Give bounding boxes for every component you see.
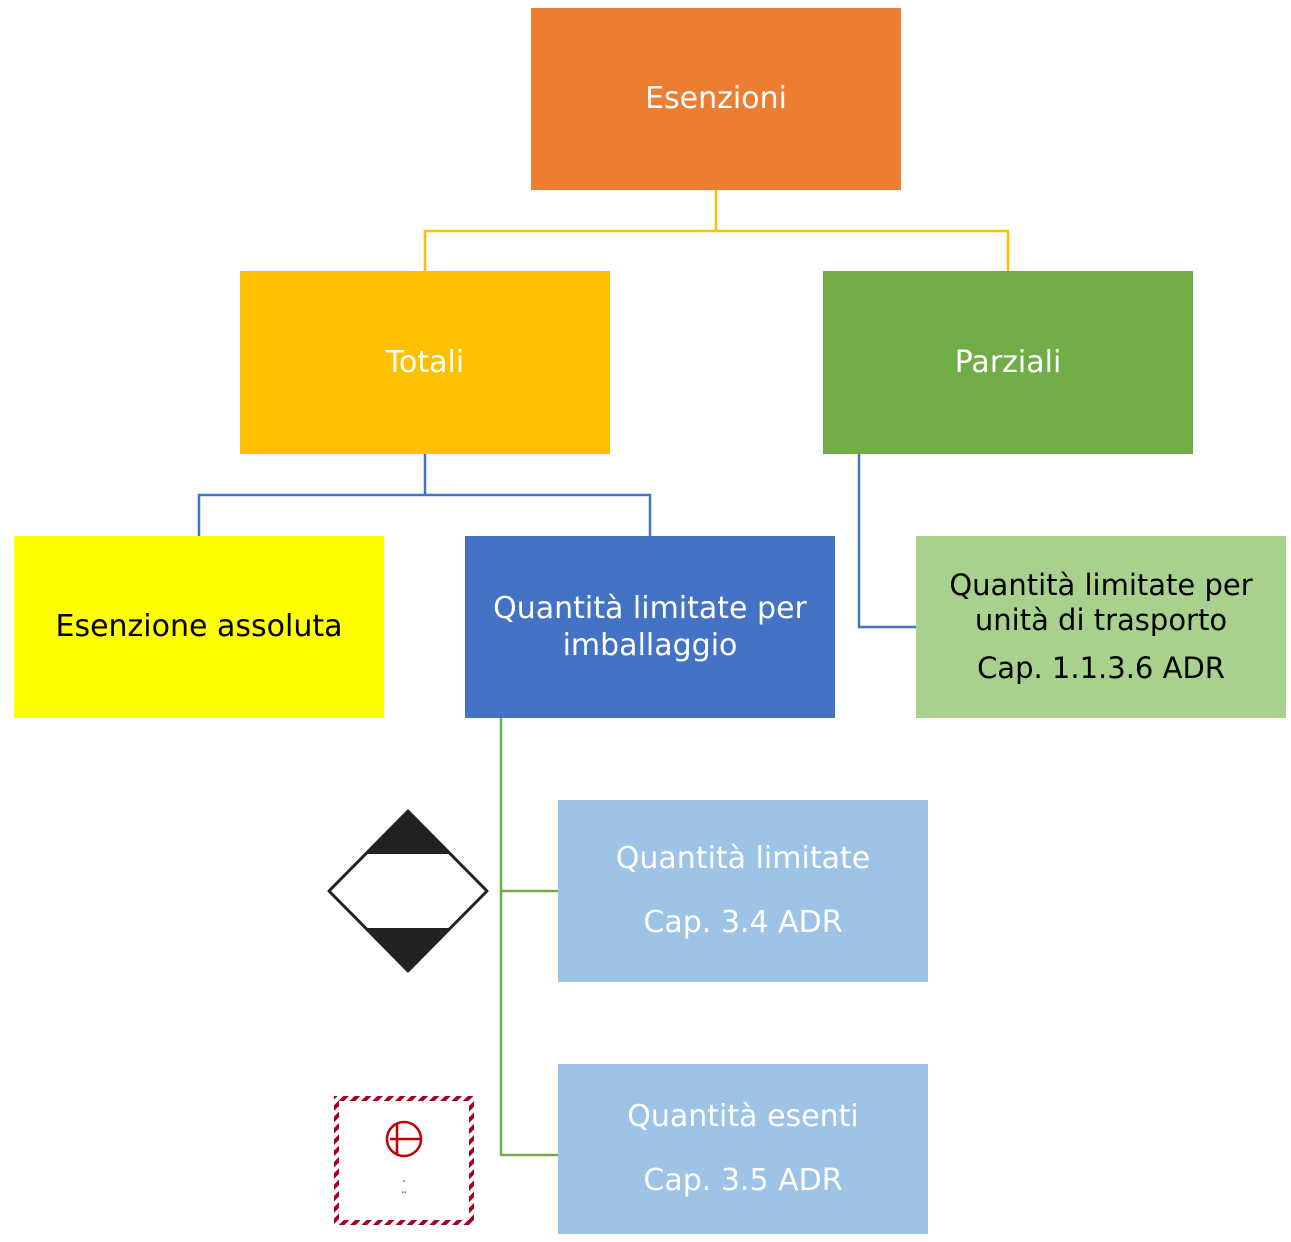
node-imballaggio-line-2: imballaggio bbox=[562, 628, 738, 663]
connector-parziali-trasporto bbox=[857, 454, 916, 629]
node-totali: Totali bbox=[240, 271, 610, 454]
node-quantita-limitate: Quantità limitate Cap. 3.4 ADR bbox=[558, 800, 928, 982]
node-quantita-limitate-trasporto: Quantità limitate per unità di trasporto… bbox=[916, 536, 1286, 718]
node-limitate-line-1: Quantità limitate bbox=[615, 840, 871, 876]
node-limitate-line-2: Cap. 3.4 ADR bbox=[643, 905, 843, 940]
node-esenzione-assoluta-label: Esenzione assoluta bbox=[55, 609, 343, 645]
node-trasporto-line-1: Quantità limitate per bbox=[949, 567, 1253, 602]
connector-totali-branch bbox=[197, 493, 652, 536]
node-imballaggio-line-1: Quantità limitate per bbox=[493, 590, 807, 626]
node-esenzione-assoluta: Esenzione assoluta bbox=[14, 536, 384, 718]
node-esenti-line-2: Cap. 3.5 ADR bbox=[643, 1163, 843, 1198]
excepted-quantity-line-1: * bbox=[402, 1180, 406, 1186]
node-esenti-line-1: Quantità esenti bbox=[627, 1098, 859, 1134]
node-parziali: Parziali bbox=[823, 271, 1193, 454]
node-quantita-esenti: Quantità esenti Cap. 3.5 ADR bbox=[558, 1064, 928, 1234]
node-parziali-label: Parziali bbox=[954, 344, 1062, 380]
connector-imballaggio-stem bbox=[499, 718, 558, 1157]
limited-quantity-diamond-icon bbox=[327, 809, 489, 973]
node-quantita-limitate-imballaggio: Quantità limitate per imballaggio bbox=[465, 536, 835, 718]
excepted-quantity-line-2: ** bbox=[401, 1191, 407, 1197]
node-esenzioni: Esenzioni bbox=[531, 8, 901, 190]
node-esenzioni-label: Esenzioni bbox=[645, 81, 787, 117]
node-totali-label: Totali bbox=[385, 344, 465, 380]
excepted-quantity-label-icon: * ** bbox=[333, 1095, 475, 1226]
connector-root-branch bbox=[423, 229, 1010, 271]
node-trasporto-line-2: unità di trasporto bbox=[974, 602, 1228, 637]
node-trasporto-line-3: Cap. 1.1.3.6 ADR bbox=[977, 651, 1225, 686]
